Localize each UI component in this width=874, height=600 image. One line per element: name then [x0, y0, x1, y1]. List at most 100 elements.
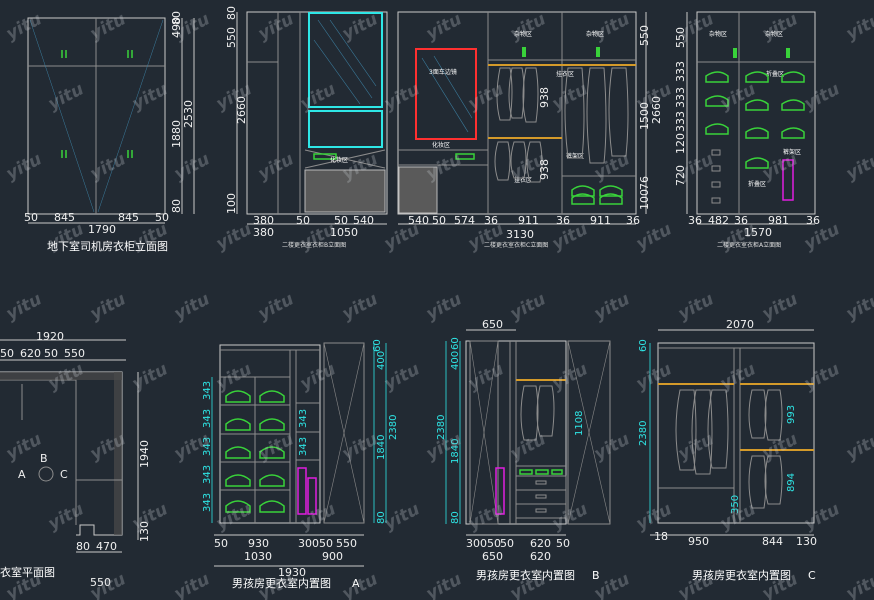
dim-right: 80: [376, 511, 387, 524]
zone-label: 裤架区: [566, 152, 584, 160]
watermark-text: yitu: [129, 359, 171, 394]
dim-right: 400: [376, 351, 387, 370]
dim-right: 76: [638, 176, 651, 190]
dim-bottom: 50: [24, 211, 38, 224]
dim-bottom: 900: [322, 550, 343, 563]
dim-left: 100: [225, 193, 238, 214]
dim-top: 50: [44, 347, 58, 360]
trouser-rack: [782, 159, 794, 201]
watermark-text: yitu: [801, 359, 843, 394]
lower-mirror-panel: [308, 110, 383, 148]
drawing-subtitle: 二楼更衣室衣柜B立面图: [282, 241, 346, 249]
watermark-text: yitu: [339, 429, 381, 464]
watermark-text: yitu: [339, 569, 381, 600]
dim-hang: 993: [786, 405, 797, 424]
watermark-text: yitu: [45, 499, 87, 534]
watermark-text: yitu: [87, 429, 129, 464]
drawing-suffix: A: [352, 577, 360, 590]
hanging-clothes: [675, 389, 783, 509]
cabinet-outline: [657, 342, 815, 524]
dim-bottom: 911: [518, 214, 539, 227]
folded-clothes: [571, 185, 623, 205]
mirror-panel: [308, 12, 383, 108]
dim-left: 333: [674, 61, 687, 82]
watermark-text: yitu: [171, 289, 213, 324]
dim-left: 400: [450, 351, 461, 370]
dim-left: 2660: [235, 96, 248, 124]
drawing-title: 衣室平面图: [0, 565, 55, 579]
dim-bottom: 36: [688, 214, 702, 227]
elevation-driver-room-wardrobe: 490 80 2530 1880 80 50 845 845 50 1790 地…: [24, 11, 195, 253]
elevation-boy-room-a: 343 343 343 343 343 343 343 60 400 1840 …: [202, 339, 399, 590]
watermark-text: yitu: [297, 79, 339, 114]
watermark-text: yitu: [465, 79, 507, 114]
zone-label: 化妆区: [330, 156, 348, 164]
stone-base: [398, 166, 438, 214]
dim-left: 2380: [436, 415, 447, 440]
dim-hang: 938: [538, 87, 551, 108]
trouser-rack: [495, 467, 505, 515]
dim-left: 60: [450, 337, 461, 350]
zone-label: 化妆区: [432, 141, 450, 149]
drawing-subtitle: 二楼更衣室衣柜A立面图: [717, 241, 781, 249]
watermark-text: yitu: [255, 289, 297, 324]
bevel-mirror: [415, 48, 477, 140]
dim-total: 550: [90, 576, 111, 589]
marker: C: [60, 468, 68, 481]
dim-top: 80: [170, 11, 183, 25]
folded-clothes: [705, 71, 805, 169]
hanging-clothes: [520, 385, 555, 441]
zone-label: 折叠区: [766, 70, 784, 78]
elevation-closet-b: 化妆区 550 80 2660 100 380 50 50 540 380 10…: [225, 6, 388, 249]
dim-bottom: 50: [432, 214, 446, 227]
stone-base: [304, 169, 386, 213]
elevation-closet-a: 杂物区 杂物区 折叠区 裤架区 折叠区 550 333 333 333 120: [674, 11, 820, 249]
watermark-text: yitu: [843, 149, 874, 184]
dim-left: 720: [674, 165, 687, 186]
dim-left: 333: [674, 87, 687, 108]
cabinet-outline: [397, 11, 637, 215]
drawing-suffix: B: [592, 569, 600, 582]
dim-right: 1500: [638, 102, 651, 130]
watermark-text: yitu: [381, 359, 423, 394]
dim-right: 80: [170, 199, 183, 213]
dim-bottom: 50: [500, 537, 514, 550]
dim-left: 343: [202, 465, 213, 484]
dim-bottom: 911: [590, 214, 611, 227]
dim-total: 3130: [506, 228, 534, 241]
watermark-text: yitu: [843, 569, 874, 600]
watermark-text: yitu: [423, 9, 465, 44]
drawing-title: 男孩房更衣室内置图: [692, 568, 791, 582]
dim-right: 60: [372, 339, 383, 352]
dim-bottom: 36: [806, 214, 820, 227]
dim-right: 2380: [388, 415, 399, 440]
watermark-text: yitu: [339, 9, 381, 44]
watermark-text: yitu: [507, 289, 549, 324]
watermark-text: yitu: [3, 149, 45, 184]
watermark-text: yitu: [3, 429, 45, 464]
dim-top: 620: [20, 347, 41, 360]
dim-hang: 1108: [574, 411, 585, 436]
watermark-text: yitu: [507, 429, 549, 464]
dim-right: 1940: [138, 440, 151, 468]
watermark-text: yitu: [3, 9, 45, 44]
dim-bottom: 574: [454, 214, 475, 227]
zone-label: 杂物区: [586, 30, 604, 38]
handle-mark: [596, 47, 600, 57]
plan-view-closet: 1920 50 620 50 550 B A C 1940 130 80 470…: [0, 330, 151, 589]
watermark-text: yitu: [633, 359, 675, 394]
mirror-label: 3面车边镜: [429, 68, 457, 76]
watermark-text: yitu: [297, 359, 339, 394]
dim-bottom: 540: [408, 214, 429, 227]
dim-hang: 350: [730, 495, 741, 514]
zone-label: 挂衣区: [556, 70, 574, 78]
elevation-boy-room-b: 650 400 60 2380 1840 80 1108 30050 50 62…: [436, 318, 611, 582]
dim-right: 2530: [182, 100, 195, 128]
watermark-text: yitu: [255, 429, 297, 464]
watermark-text: yitu: [843, 429, 874, 464]
dim-bottom: 1050: [330, 226, 358, 239]
dim-bottom: 380: [253, 226, 274, 239]
dim-bottom: 36: [556, 214, 570, 227]
dim-left: 550: [225, 27, 238, 48]
